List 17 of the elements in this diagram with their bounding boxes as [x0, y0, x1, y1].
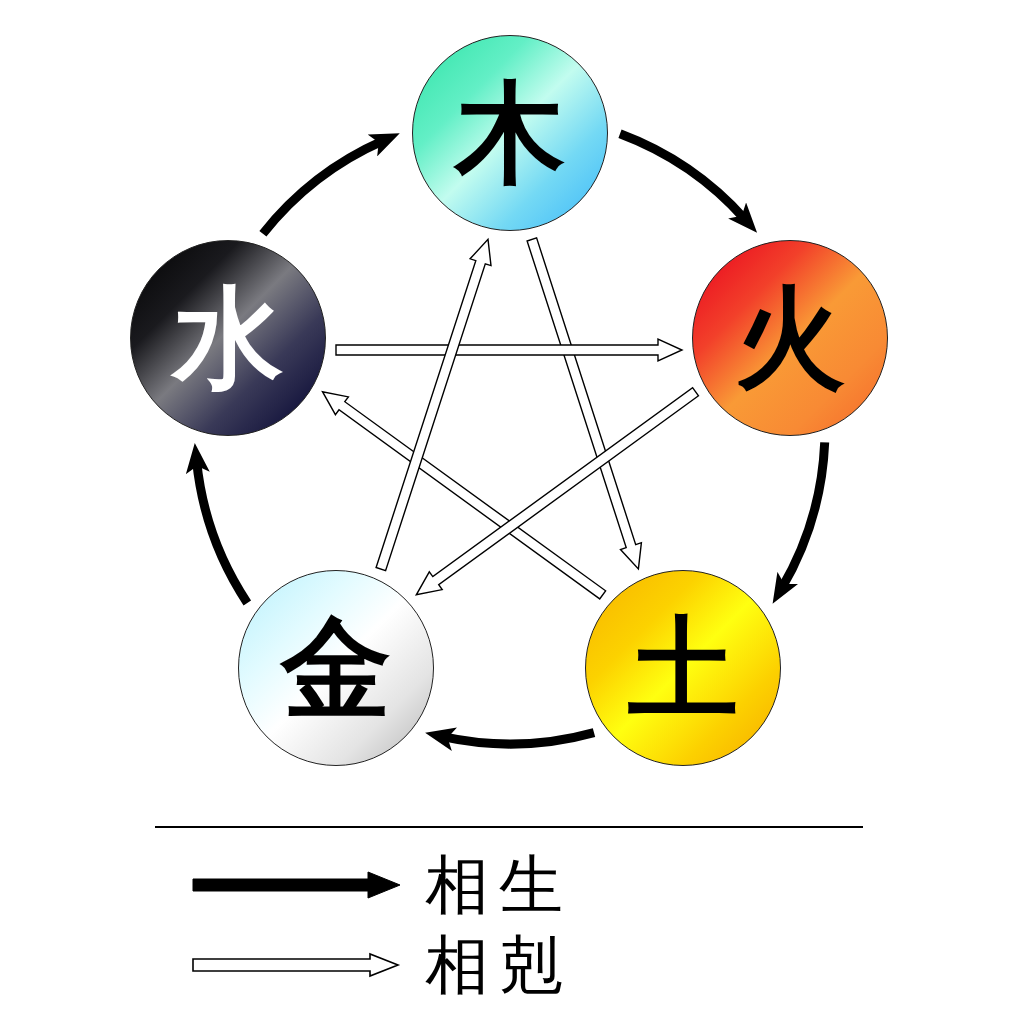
hollow-arrow: [375, 237, 492, 572]
curved-arrow: [424, 726, 595, 751]
character-circle: 火: [692, 240, 888, 436]
character-circle: 土: [585, 570, 781, 766]
curved-arrow: [186, 443, 252, 606]
legend-label: 相剋: [425, 929, 573, 1001]
character-circle: 木: [412, 35, 608, 231]
character-circle: 水: [130, 240, 326, 436]
curved-arrow: [773, 441, 830, 605]
hollow-arrow: [526, 237, 643, 571]
curved-arrow: [259, 132, 400, 237]
hollow-arrow: [335, 337, 684, 363]
character-circle: 金: [238, 570, 434, 766]
hollow-arrow: [321, 390, 607, 600]
legend-label: 相生: [425, 849, 573, 921]
curved-arrow: [618, 129, 758, 233]
hollow-arrow: [414, 386, 700, 596]
